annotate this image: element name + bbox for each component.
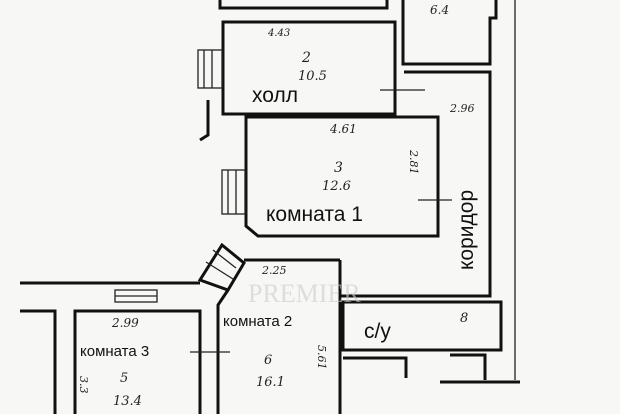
room1-dim-side: 2.81 [407, 149, 420, 175]
wall-room2 [216, 260, 342, 414]
wall-room1 [244, 115, 440, 238]
room3-area: 13.4 [113, 394, 142, 409]
room2-dim-side: 5.61 [315, 345, 328, 370]
label-hall: холл [252, 84, 298, 107]
room2-number: 6 [264, 353, 272, 368]
room2-area: 16.1 [256, 375, 285, 390]
wall-left-upper [199, 100, 210, 142]
window-hall [197, 49, 223, 89]
label-bathroom: с/у [364, 320, 391, 343]
room3-number: 5 [120, 371, 128, 386]
hall-dim: 4.43 [267, 28, 290, 39]
label-room2: комната 2 [223, 313, 292, 330]
window-room3 [114, 289, 158, 303]
hall-number: 2 [301, 50, 311, 66]
wall-top-room [218, 0, 389, 10]
room2-dim-top: 2.25 [261, 264, 287, 277]
window-room1 [221, 169, 246, 215]
label-corridor: коридор [455, 190, 478, 270]
hall-area: 10.5 [298, 69, 327, 84]
watermark: PREMIER [248, 279, 361, 308]
wall-hall [221, 20, 397, 116]
bathroom-number: 8 [460, 311, 468, 326]
room3-dim-side: 3.3 [77, 376, 90, 394]
wall-lower-right [343, 353, 520, 384]
room1-dim-top: 4.61 [329, 122, 357, 136]
wall-room3 [20, 309, 202, 414]
label-room3: комната 3 [80, 343, 149, 360]
wall-bathroom [341, 300, 503, 352]
wall-top-right-room [401, 0, 498, 66]
room3-dim-top: 2.99 [111, 316, 139, 330]
room1-number: 3 [334, 160, 343, 176]
top-right-area: 6.4 [430, 3, 449, 17]
room1-area: 12.6 [322, 179, 351, 194]
label-room1: комната 1 [266, 203, 363, 226]
stairs-diagonal [197, 242, 246, 292]
wall-corridor [340, 70, 492, 298]
corridor-dim: 2.96 [449, 102, 475, 115]
